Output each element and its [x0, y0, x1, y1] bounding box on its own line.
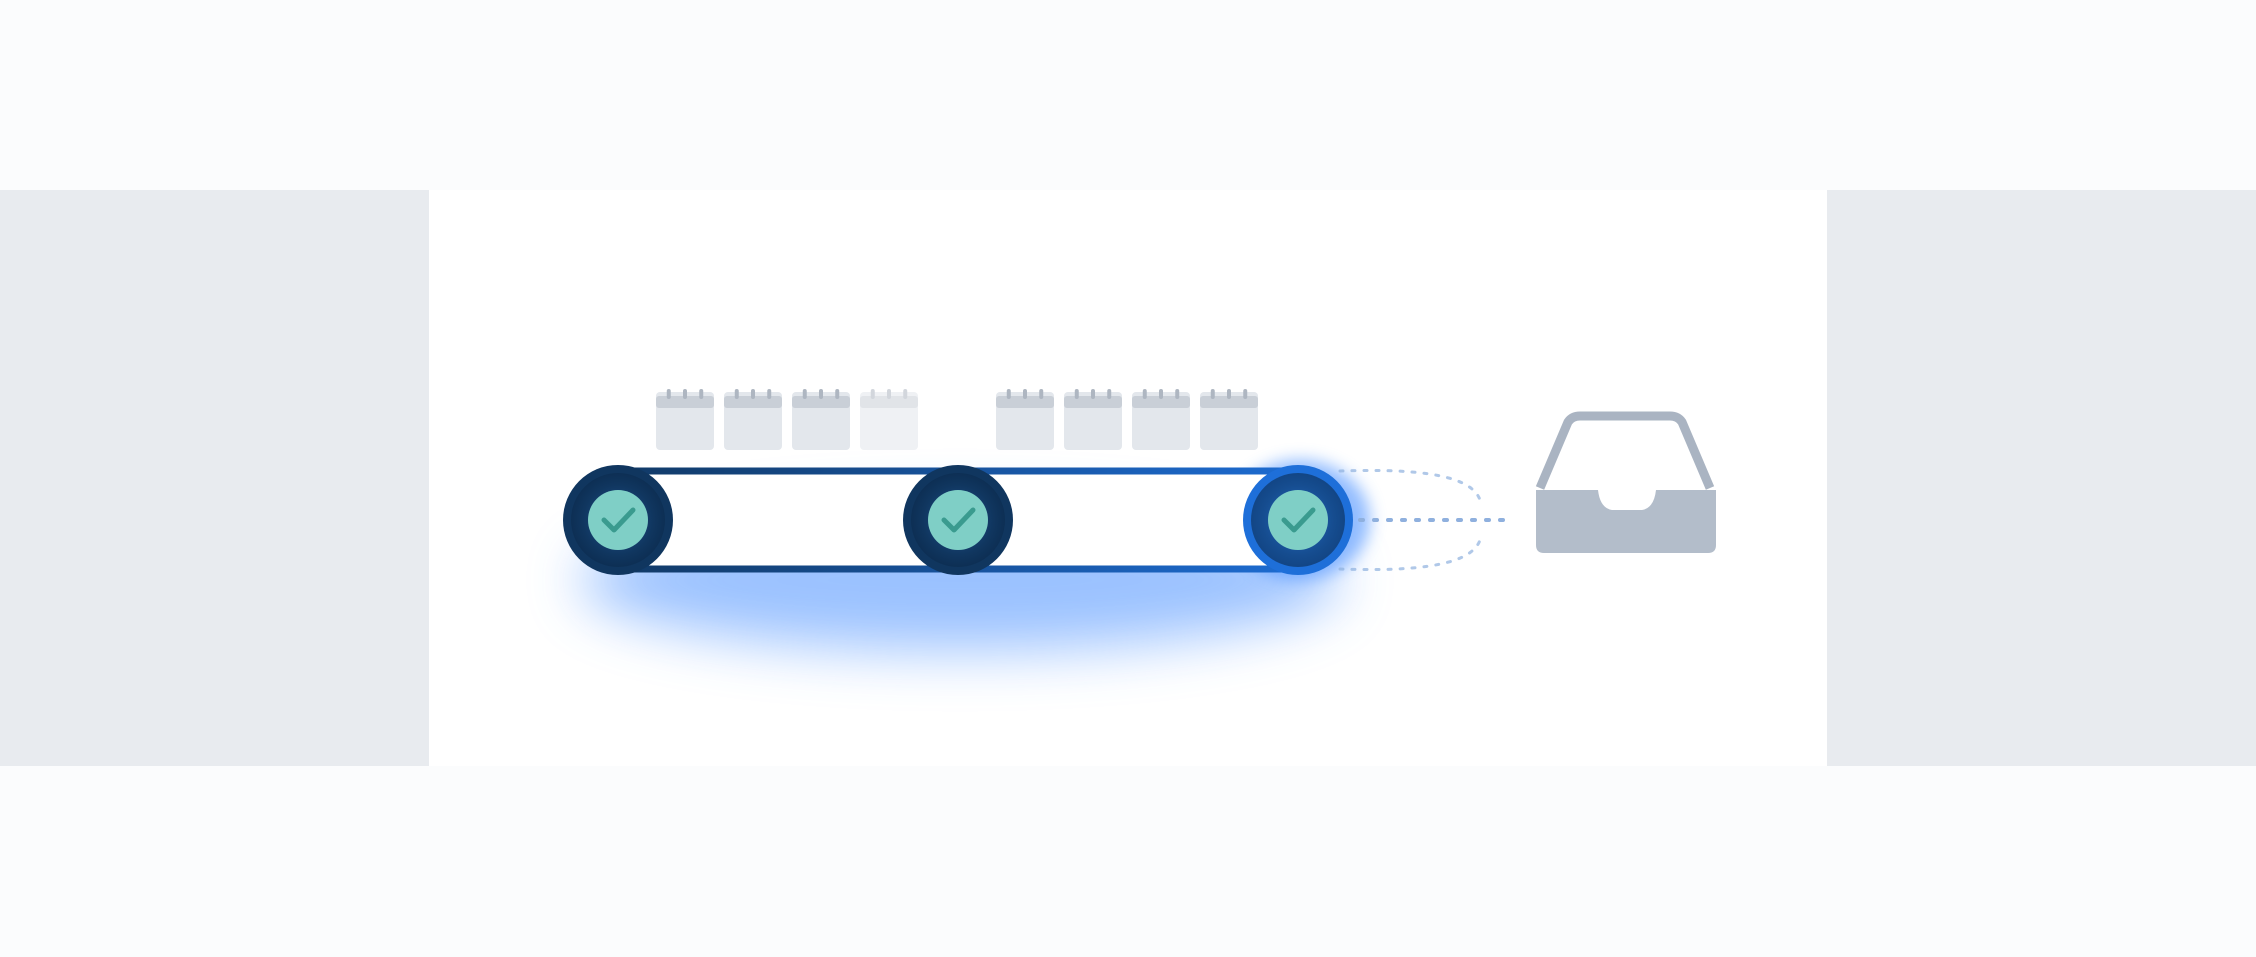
calendar-header	[996, 396, 1054, 408]
calendar-ring	[1107, 389, 1112, 399]
calendar-ring	[699, 389, 704, 399]
calendar-ring	[1074, 389, 1079, 399]
tray-body	[1536, 490, 1716, 553]
calendar-ring	[870, 389, 875, 399]
calendar-ring	[1243, 389, 1248, 399]
calendar-items	[656, 389, 1258, 450]
calendar-ring	[819, 389, 823, 399]
calendar-header	[1132, 396, 1190, 408]
calendar-ring	[802, 389, 807, 399]
calendar-ring	[1142, 389, 1147, 399]
calendar-ring	[1175, 389, 1180, 399]
calendar-ring	[1006, 389, 1011, 399]
calendar-icon	[996, 389, 1054, 450]
check-circle-fill	[928, 490, 988, 550]
calendar-icon	[724, 389, 782, 450]
inbox-tray-icon	[1535, 411, 1716, 553]
calendar-header	[656, 396, 714, 408]
calendar-header	[1200, 396, 1258, 408]
roller-3	[1243, 465, 1353, 575]
calendar-icon	[656, 389, 714, 450]
calendar-header	[1064, 396, 1122, 408]
check-circle-icon	[1268, 490, 1328, 550]
right-side-panel	[1827, 190, 2256, 766]
check-mark	[1281, 507, 1316, 533]
check-mark	[941, 507, 976, 533]
calendar-ring	[734, 389, 739, 399]
check-circle-icon	[588, 490, 648, 550]
calendar-ring	[751, 389, 755, 399]
check-circle-fill	[1268, 490, 1328, 550]
roller-2	[903, 465, 1013, 575]
tray-outline	[1535, 411, 1715, 490]
calendar-ring	[1039, 389, 1044, 399]
calendar-icon	[1200, 389, 1258, 450]
calendar-icon	[1064, 389, 1122, 450]
calendar-ring	[1227, 389, 1231, 399]
calendar-ring	[1159, 389, 1163, 399]
calendar-icon	[792, 389, 850, 450]
calendar-ring	[1091, 389, 1095, 399]
calendar-header	[860, 396, 918, 408]
check-mark	[601, 507, 636, 533]
calendar-icon	[860, 389, 918, 450]
calendar-ring	[1210, 389, 1215, 399]
calendar-ring	[835, 389, 840, 399]
calendar-ring	[887, 389, 891, 399]
calendar-header	[724, 396, 782, 408]
calendar-icon	[1132, 389, 1190, 450]
calendar-ring	[903, 389, 908, 399]
roller-1	[563, 465, 673, 575]
check-circle-icon	[928, 490, 988, 550]
calendar-ring	[683, 389, 687, 399]
calendar-ring	[1023, 389, 1027, 399]
rollers	[563, 465, 1353, 575]
calendar-ring	[767, 389, 772, 399]
check-circle-fill	[588, 490, 648, 550]
left-side-panel	[0, 190, 429, 766]
calendar-header	[792, 396, 850, 408]
calendar-ring	[666, 389, 671, 399]
motion-trail	[1338, 468, 1507, 572]
